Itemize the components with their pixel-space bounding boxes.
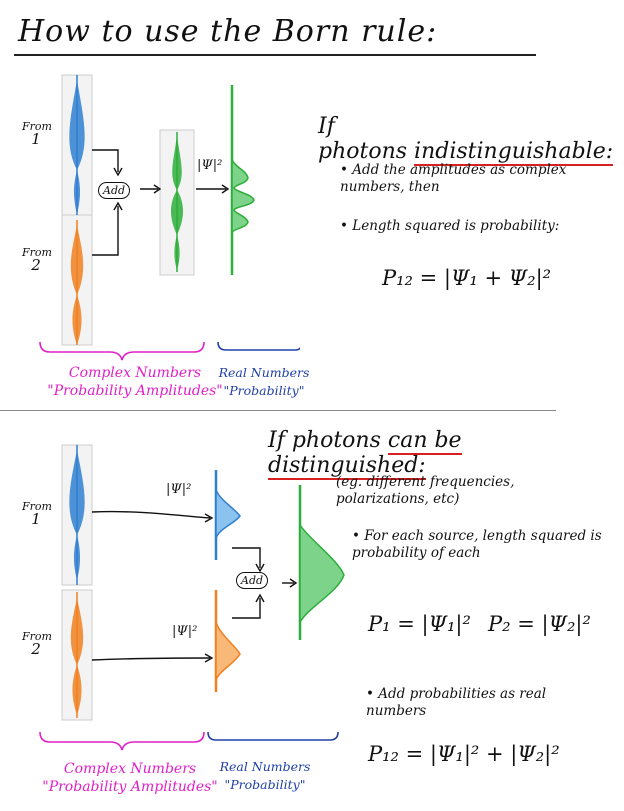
- real-numbers-label-top: Real Numbers"Probability": [218, 365, 310, 398]
- probability-curve-sum: [299, 522, 345, 625]
- equation-p1: P₁ = |Ψ₁|²: [368, 612, 471, 636]
- title-underline: [14, 54, 536, 56]
- bullet-add-probabilities: • Add probabilities as real numbers: [366, 686, 547, 719]
- bullet-length-squared: • Length squared is probability:: [340, 218, 560, 234]
- probability-curve-1: [215, 489, 241, 539]
- complex-numbers-label-bottom: Complex Numbers"Probability Amplitudes": [42, 761, 218, 795]
- probability-curve-2: [215, 621, 241, 681]
- psi-squared-label-bottom-2: |Ψ|²: [172, 624, 198, 639]
- equation-indistinguishable: P₁₂ = |Ψ₁ + Ψ₂|²: [382, 266, 552, 290]
- bottom-wave-diagram: [39, 444, 345, 751]
- example-note: (eg. different frequencies, polarization…: [336, 474, 515, 507]
- add-node-bottom: Add: [236, 572, 269, 589]
- page-title: How to use the Born rule:: [18, 14, 438, 49]
- equation-p2: P₂ = |Ψ₂|²: [488, 612, 591, 636]
- complex-brace: [39, 341, 205, 361]
- top-wave-diagram: [39, 74, 300, 361]
- probability-curve: [231, 159, 255, 234]
- bullet-add-amplitudes: • Add the amplitudes as complex numbers,…: [340, 162, 567, 195]
- psi-squared-label-top: |Ψ|²: [197, 158, 223, 173]
- complex-numbers-label-top: Complex Numbers"Probability Amplitudes": [47, 365, 223, 399]
- heading-indistinguishable: If photons indistinguishable:: [318, 114, 614, 166]
- real-numbers-label-bottom: Real Numbers"Probability": [219, 759, 311, 792]
- real-brace: [217, 341, 300, 351]
- equation-p12-distinguishable: P₁₂ = |Ψ₁|² + |Ψ₂|²: [368, 742, 560, 766]
- psi-squared-label-bottom-1: |Ψ|²: [166, 482, 192, 497]
- bullet-each-source: • For each source, length squared is pro…: [352, 528, 602, 561]
- heading-distinguishable: If photons can be distinguished:: [268, 428, 462, 480]
- add-node-top: Add: [98, 182, 131, 199]
- real-brace-bottom: [207, 731, 339, 741]
- complex-brace-bottom: [39, 731, 205, 751]
- section-divider: [0, 410, 556, 411]
